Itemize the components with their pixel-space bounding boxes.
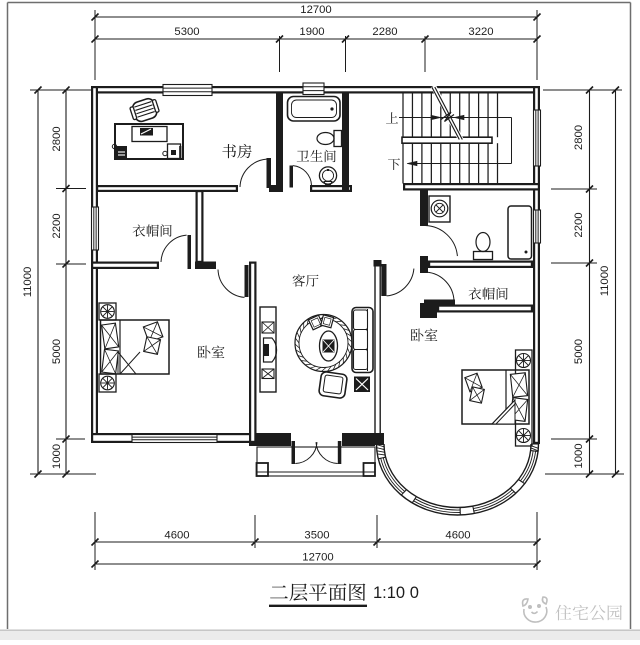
svg-text:4600: 4600 <box>445 530 470 542</box>
svg-text:2800: 2800 <box>573 125 585 150</box>
svg-text:1000: 1000 <box>573 443 585 468</box>
svg-text:12700: 12700 <box>302 552 333 564</box>
svg-text:3220: 3220 <box>468 26 493 38</box>
svg-text:2200: 2200 <box>51 213 63 238</box>
svg-text:11000: 11000 <box>599 266 611 297</box>
svg-text:12700: 12700 <box>300 4 331 16</box>
svg-text:4600: 4600 <box>164 530 189 542</box>
svg-text:5000: 5000 <box>51 339 63 364</box>
svg-text:3500: 3500 <box>304 530 329 542</box>
svg-text:5300: 5300 <box>174 26 199 38</box>
svg-text:1000: 1000 <box>51 444 63 469</box>
svg-text:1900: 1900 <box>299 26 324 38</box>
svg-text:1:10 0: 1:10 0 <box>373 584 419 602</box>
svg-text:2800: 2800 <box>51 126 63 151</box>
svg-text:11000: 11000 <box>22 267 34 298</box>
svg-text:2200: 2200 <box>573 212 585 237</box>
svg-text:2280: 2280 <box>372 26 397 38</box>
svg-text:5000: 5000 <box>573 339 585 364</box>
